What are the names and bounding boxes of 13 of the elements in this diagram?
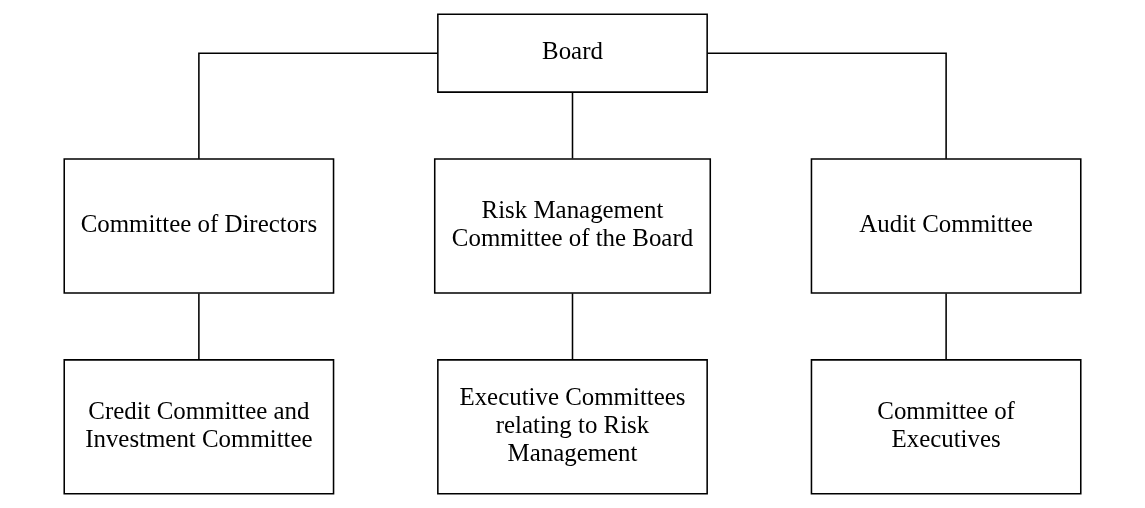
node-box: Board — [437, 13, 708, 93]
node-box: Risk Management Committee of the Board — [433, 158, 712, 294]
node-box: Audit Committee — [810, 158, 1082, 294]
connector — [571, 292, 574, 360]
connector — [571, 91, 574, 160]
connector — [198, 52, 439, 160]
node-box: Executive Committees relating to Risk Management — [437, 359, 708, 495]
connector — [198, 292, 200, 360]
node-box: Committee of Directors — [63, 158, 335, 294]
connector — [706, 52, 947, 160]
node-box: Committee of Executives — [810, 359, 1082, 495]
node-box: Credit Committee and Investment Committee — [63, 359, 335, 495]
connector — [945, 292, 947, 360]
